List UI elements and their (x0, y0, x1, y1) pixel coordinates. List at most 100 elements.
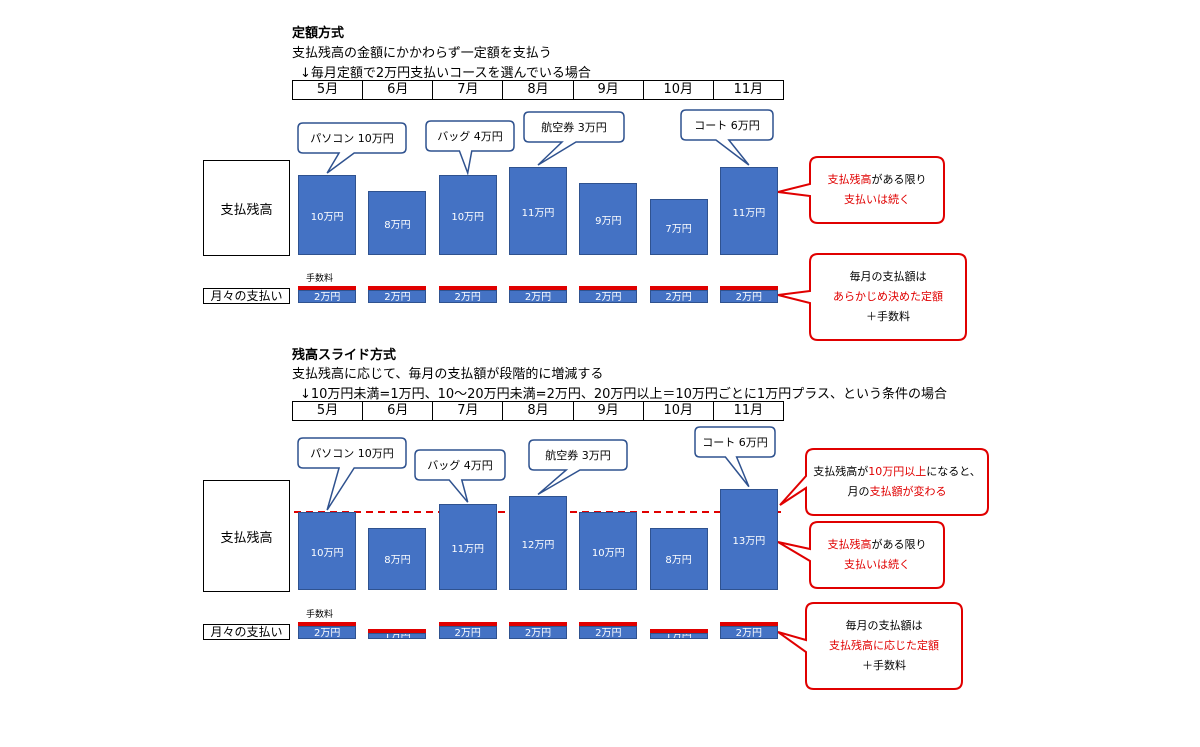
payment-bar: 1万円 (649, 632, 708, 639)
fee-bar (579, 286, 638, 290)
purchase-callout (528, 439, 628, 496)
note-callout-box (779, 448, 989, 516)
month-sep: 9月 (572, 402, 643, 420)
month-may: 5月 (316, 403, 339, 418)
payment-bar: 1万円 (368, 632, 427, 639)
note-text: 毎月の支払額は (845, 619, 923, 632)
balance-bar: 11万円 (509, 167, 567, 255)
section1-month-header: 5月 6月 7月 8月 9月 10月 11月 (292, 80, 784, 100)
note-red-text: 支払残高に応じた定額 (829, 639, 939, 652)
section1-note-payment: 毎月の支払額は あらかじめ決めた定額 ＋手数料 (810, 254, 966, 340)
note-red-text: あらかじめ決めた定額 (833, 290, 943, 303)
month-jul: 7月 (432, 402, 502, 420)
purchase-callout-text: コート 6万円 (702, 436, 768, 449)
section1-payment-label: 月々の支払い (203, 288, 290, 304)
note-red-text: 支払残高 (827, 538, 872, 551)
note-text: ＋手数料 (862, 659, 906, 672)
purchase-callout (694, 426, 776, 488)
fee-bar (438, 622, 497, 626)
fee-bar (438, 286, 497, 290)
balance-bar: 8万円 (368, 527, 427, 590)
balance-bar: 10万円 (438, 175, 497, 255)
month-nov: 11月 (712, 402, 783, 420)
fee-bar (509, 622, 567, 626)
note-text: がある限り (871, 538, 927, 551)
month-oct: 10月 (642, 402, 713, 420)
note-text: 支払残高が (813, 465, 869, 478)
note-callout-box (777, 521, 945, 589)
purchase-callout-text: パソコン 10万円 (310, 447, 394, 460)
section2-month-header: 5月 6月 7月 8月 9月 10月 11月 (292, 401, 784, 421)
fee-bar (298, 286, 357, 290)
payment-bar: 2万円 (719, 290, 778, 303)
section1-condition: ↓毎月定額で2万円支払いコースを選んでいる場合 (300, 66, 591, 81)
payment-bar: 2万円 (579, 290, 638, 303)
section2-note-threshold: 支払残高が10万円以上になると、 月の支払額が変わる (806, 449, 988, 515)
note-red-text: 支払残高 (827, 173, 872, 186)
fee-bar (368, 628, 427, 633)
note-red-text: 支払額が変わる (869, 485, 947, 498)
balance-bar: 10万円 (298, 175, 357, 255)
purchase-callout-text: バッグ 4万円 (427, 458, 493, 472)
month-nov: 11月 (712, 81, 783, 99)
note-red-text: 10万円以上 (868, 465, 927, 478)
section1-fee-label: 手数料 (306, 274, 334, 284)
balance-bar: 8万円 (649, 527, 708, 590)
note-text: になると、 (926, 465, 981, 478)
payment-bar: 2万円 (438, 626, 497, 639)
month-jul: 7月 (432, 81, 502, 99)
balance-bar: 11万円 (438, 504, 497, 590)
section2-condition: ↓10万円未満=1万円、10～20万円未満=2万円、20万円以上＝10万円ごとに… (300, 387, 947, 402)
section1-note-balance: 支払残高がある限り 支払いは続く (810, 157, 944, 223)
purchase-callout-text: 航空券 3万円 (541, 120, 607, 134)
section1-description: 支払残高の金額にかかわらず一定額を支払う (292, 46, 552, 61)
note-callout-box (777, 253, 967, 341)
month-jun: 6月 (362, 402, 432, 420)
month-sep: 9月 (572, 81, 643, 99)
payment-bar: 2万円 (298, 626, 357, 639)
balance-bar: 9万円 (579, 183, 638, 255)
note-text: 月の (847, 485, 870, 498)
payment-bar: 2万円 (579, 626, 638, 639)
note-callout-box (777, 602, 963, 690)
purchase-callout (297, 437, 407, 511)
purchase-callout (425, 120, 515, 176)
balance-bar: 7万円 (649, 199, 708, 255)
payment-bar: 2万円 (438, 290, 497, 303)
section2-note-payment: 毎月の支払額は 支払残高に応じた定額 ＋手数料 (806, 603, 962, 689)
purchase-callout-text: バッグ 4万円 (437, 129, 503, 143)
fee-bar (719, 622, 778, 626)
fee-bar (368, 286, 427, 290)
fee-bar (298, 622, 357, 626)
section1-title: 定額方式 (292, 26, 345, 41)
balance-bar: 13万円 (719, 488, 778, 590)
purchase-callout-text: 航空券 3万円 (545, 448, 611, 462)
purchase-callout (297, 122, 407, 174)
balance-bar: 12万円 (509, 496, 567, 590)
month-oct: 10月 (642, 81, 713, 99)
section1-balance-label: 支払残高 (203, 160, 290, 256)
purchase-callout (414, 449, 506, 503)
note-text: がある限り (871, 173, 927, 186)
month-aug: 8月 (502, 81, 572, 99)
balance-bar: 11万円 (719, 167, 778, 255)
note-text: 毎月の支払額は (849, 270, 927, 283)
payment-bar: 2万円 (719, 626, 778, 639)
month-aug: 8月 (502, 402, 572, 420)
payment-bar: 2万円 (368, 290, 427, 303)
month-may: 5月 (316, 82, 339, 97)
fee-bar (719, 286, 778, 290)
fee-bar (649, 628, 708, 633)
section2-title: 残高スライド方式 (292, 348, 397, 363)
balance-bar: 8万円 (368, 191, 427, 255)
month-jun: 6月 (362, 81, 432, 99)
balance-bar: 10万円 (579, 512, 638, 590)
balance-bar: 10万円 (298, 512, 357, 590)
purchase-callout (680, 109, 774, 166)
payment-bar: 2万円 (298, 290, 357, 303)
note-text: ＋手数料 (866, 310, 910, 323)
section2-balance-label: 支払残高 (203, 480, 290, 592)
section2-fee-label: 手数料 (306, 610, 334, 620)
purchase-callout (523, 111, 625, 166)
note-callout-box (777, 156, 945, 224)
